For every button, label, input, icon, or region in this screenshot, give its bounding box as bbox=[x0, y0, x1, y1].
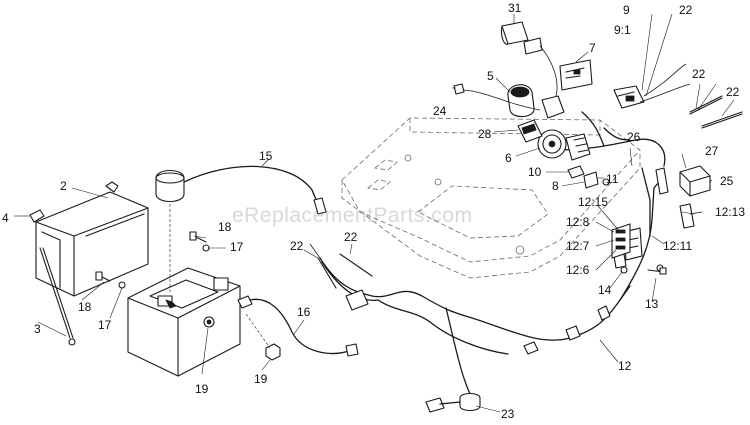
callout-22-left: 22 bbox=[290, 239, 304, 253]
callout-19-nut: 19 bbox=[254, 372, 268, 386]
callout-17-lower: 17 bbox=[98, 318, 112, 332]
callout-14: 14 bbox=[598, 283, 612, 297]
leader-lines bbox=[14, 13, 735, 413]
callout-26: 26 bbox=[627, 130, 641, 144]
callout-9-1: 9:1 bbox=[614, 23, 631, 37]
callout-13: 13 bbox=[645, 297, 659, 311]
terminal-10 bbox=[567, 165, 585, 179]
callout-12-11: 12:11 bbox=[663, 239, 692, 253]
callout-22-right-b: 22 bbox=[726, 85, 740, 99]
callout-11: 11 bbox=[606, 172, 619, 186]
upper-harness bbox=[559, 111, 703, 272]
callout-12-8: 12:8 bbox=[566, 215, 590, 229]
connector-24 bbox=[453, 83, 541, 111]
callout-12-6: 12:6 bbox=[566, 263, 590, 277]
cable-ties bbox=[317, 95, 743, 289]
battery bbox=[127, 267, 241, 377]
callout-12-13: 12:13 bbox=[715, 205, 745, 219]
callout-23: 23 bbox=[501, 407, 515, 421]
callout-12-15: 12:15 bbox=[578, 195, 608, 209]
key-switch bbox=[517, 119, 543, 143]
switch-31 bbox=[500, 21, 558, 97]
module-7 bbox=[559, 59, 593, 91]
relay bbox=[679, 165, 711, 197]
callout-18-upper: 18 bbox=[218, 220, 232, 234]
callout-12-7: 12:7 bbox=[566, 239, 590, 253]
callout-15: 15 bbox=[259, 149, 273, 163]
wire-harness bbox=[309, 175, 665, 413]
callout-5: 5 bbox=[487, 69, 494, 83]
battery-cover bbox=[35, 181, 149, 297]
callout-19-battery: 19 bbox=[195, 382, 209, 396]
callout-3: 3 bbox=[34, 322, 41, 336]
callouts: 2 3 4 5 6 7 8 9 9:1 10 11 12 12:6 12:7 1… bbox=[2, 1, 745, 421]
callout-28: 28 bbox=[478, 127, 492, 141]
positive-cable bbox=[155, 165, 327, 292]
fuse-block bbox=[611, 223, 631, 259]
callout-16: 16 bbox=[297, 305, 311, 319]
callout-18-lower: 18 bbox=[78, 300, 92, 314]
callout-9: 9 bbox=[623, 3, 630, 17]
diode-11 bbox=[583, 171, 610, 189]
callout-31: 31 bbox=[508, 1, 522, 15]
callout-12: 12 bbox=[618, 359, 632, 373]
callout-6: 6 bbox=[505, 151, 512, 165]
callout-2: 2 bbox=[60, 179, 67, 193]
callout-10: 10 bbox=[528, 165, 542, 179]
hold-down-rod bbox=[29, 209, 76, 346]
ignition-switch bbox=[537, 129, 591, 161]
callout-17-upper: 17 bbox=[230, 240, 244, 254]
callout-24: 24 bbox=[433, 104, 447, 118]
callout-25: 25 bbox=[720, 174, 734, 188]
switch-9 bbox=[613, 63, 691, 109]
mounting-frame bbox=[341, 117, 641, 279]
callout-4: 4 bbox=[2, 211, 9, 225]
callout-27: 27 bbox=[705, 144, 719, 158]
callout-22-top: 22 bbox=[679, 3, 693, 17]
hour-meter bbox=[507, 84, 565, 119]
callout-7: 7 bbox=[589, 41, 596, 55]
callout-8: 8 bbox=[552, 179, 559, 193]
watermark: eReplacementParts.com bbox=[232, 204, 472, 227]
mount-bolts bbox=[620, 266, 667, 275]
callout-22-right-a: 22 bbox=[692, 67, 706, 81]
terminal-nut bbox=[245, 313, 281, 361]
callout-22-mid: 22 bbox=[344, 230, 358, 244]
negative-cable bbox=[237, 295, 359, 357]
